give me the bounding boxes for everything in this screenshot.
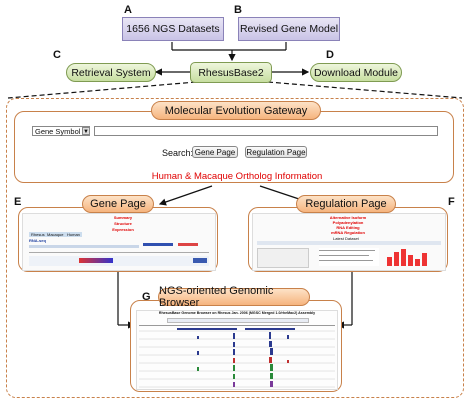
retrieval-system-box: Retrieval System	[66, 63, 156, 82]
browser-caption: RhesusBase Genome Browser on Rhesus Jan.…	[158, 311, 316, 315]
label-a: A	[124, 4, 132, 16]
browser-ruler	[139, 325, 335, 326]
reg-plot-left	[257, 248, 309, 268]
rhesusbase-expanded-panel	[6, 98, 464, 398]
gene-isoform-bar	[79, 258, 113, 263]
reg-section-header: Latest Dataset	[333, 236, 359, 241]
gene-tab-macaque[interactable]: Macaque	[45, 232, 66, 237]
ngs-datasets-box: 1656 NGS Datasets	[122, 17, 224, 41]
gene-tab-human[interactable]: Human	[65, 232, 82, 237]
download-module-box: Download Module	[310, 63, 402, 82]
reg-link-polyadenylation[interactable]: Polyadenylation	[332, 220, 364, 225]
reg-link-alternative-isoform[interactable]: Alternative Isoform	[329, 215, 367, 220]
regulation-page-button[interactable]: Regulation Page	[245, 146, 307, 158]
gene-page-title: Gene Page	[82, 195, 154, 213]
regulation-page-title: Regulation Page	[296, 195, 396, 213]
gene-expr-bar	[193, 258, 207, 263]
rhesusbase-database: RhesusBase2	[190, 62, 272, 83]
reg-link-mrna-regulation[interactable]: mRNA Regulation	[331, 230, 365, 235]
gene-page-button[interactable]: Gene Page	[192, 146, 238, 158]
revised-gene-model-box: Revised Gene Model	[238, 17, 340, 41]
gene-info-bar	[29, 245, 139, 248]
gene-link-expression[interactable]: Expression	[112, 227, 134, 232]
browser-tracks	[139, 328, 335, 388]
browser-nav-bar	[167, 318, 309, 323]
gene-link-structure[interactable]: Structure	[114, 221, 132, 226]
search-label: Search:	[162, 148, 194, 158]
label-c: C	[53, 49, 61, 61]
chevron-down-icon[interactable]: ▼	[82, 127, 90, 135]
gene-link-summary[interactable]: Summary	[113, 215, 133, 220]
browser-title: NGS-oriented Genomic Browser	[158, 285, 310, 309]
gene-name: RNA-seq	[29, 238, 46, 243]
search-input[interactable]	[94, 126, 438, 136]
label-d: D	[326, 49, 334, 61]
gene-table-row	[29, 256, 209, 266]
reg-bar-chart	[385, 248, 437, 266]
gene-tab-rhesus[interactable]: Rhesus	[29, 232, 47, 237]
label-g: G	[142, 291, 151, 303]
regulation-page-screenshot: Alternative Isoform Polyadenylation RNA …	[252, 213, 446, 271]
label-b: B	[234, 4, 242, 16]
ortholog-info-label: Human & Macaque Ortholog Information	[151, 171, 323, 182]
search-type-value: Gene Symbol	[35, 127, 81, 136]
reg-link-rna-editing[interactable]: RNA Editing	[336, 225, 360, 230]
gene-page-screenshot: Summary Structure Expression Rhesus Maca…	[22, 213, 216, 271]
reg-table-header	[257, 241, 441, 245]
label-e: E	[14, 196, 22, 208]
gene-expression-bar	[178, 243, 198, 246]
label-f: F	[448, 196, 455, 208]
gene-table-rule	[29, 252, 209, 253]
gateway-title: Molecular Evolution Gateway	[151, 101, 321, 120]
gene-structure-bar	[143, 243, 173, 246]
browser-screenshot: RhesusBase Genome Browser on Rhesus Jan.…	[136, 310, 338, 390]
reg-text-block	[319, 248, 379, 266]
